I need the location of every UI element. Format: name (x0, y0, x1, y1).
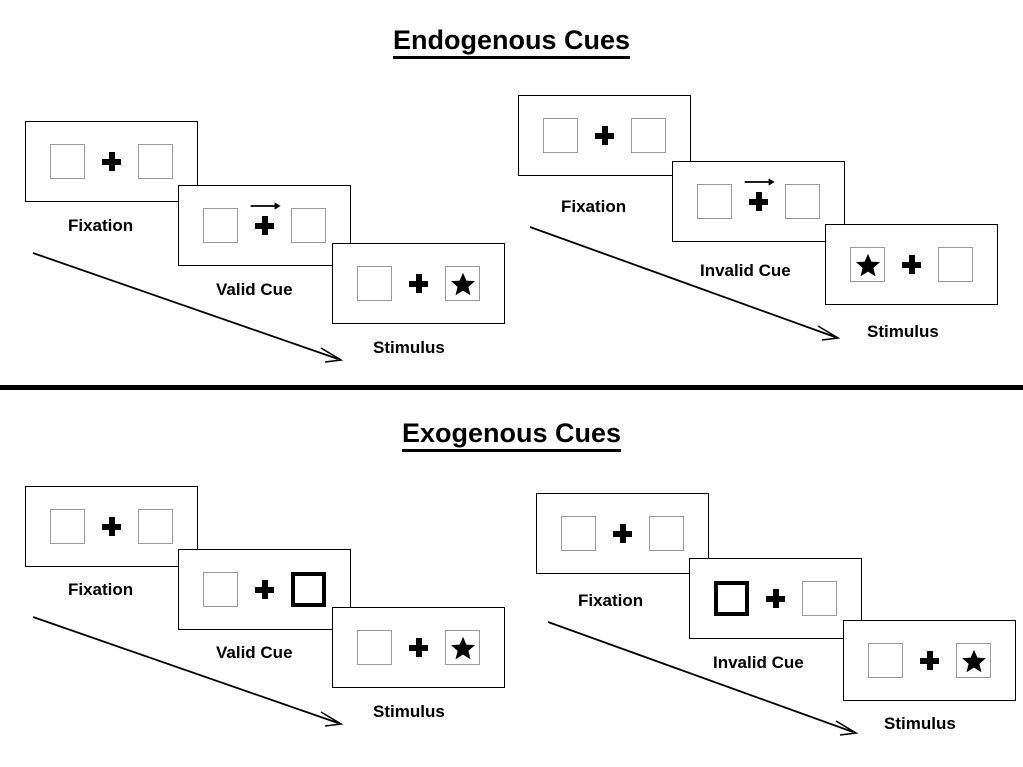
left-target-box[interactable] (868, 643, 903, 678)
stimulus-row (203, 572, 326, 607)
star-target-icon (961, 649, 986, 672)
page-title-exogenous: Exogenous Cues (0, 418, 1023, 452)
fixation-cross-icon (102, 517, 121, 536)
trial-frame-endogenous-invalid-stimulus[interactable] (825, 224, 998, 305)
left-target-box[interactable] (697, 184, 732, 219)
trial-frame-exogenous-valid-cue[interactable] (178, 549, 351, 630)
fixation-cross-icon (920, 651, 939, 670)
right-target-box[interactable] (956, 643, 991, 678)
stimulus-row (203, 202, 326, 243)
left-target-box[interactable] (850, 247, 885, 282)
section-divider (0, 385, 1023, 390)
cue-arrow-right-icon (250, 202, 281, 210)
right-target-box[interactable] (138, 144, 173, 179)
stimulus-row (50, 144, 173, 179)
left-target-box[interactable] (203, 208, 238, 243)
right-target-box-cued[interactable] (291, 572, 326, 607)
left-target-box[interactable] (50, 144, 85, 179)
stimulus-row (714, 581, 837, 616)
trial-frame-exogenous-invalid-cue[interactable] (689, 558, 862, 639)
frame-content (26, 122, 197, 201)
frame-content (26, 487, 197, 566)
star-target-icon (855, 253, 880, 276)
frame-content (690, 559, 861, 638)
fixation-cross-icon (766, 589, 785, 608)
stage-label-stimulus: Stimulus (373, 338, 445, 357)
right-target-box[interactable] (445, 266, 480, 301)
stage-label-fixation: Fixation (68, 580, 134, 599)
right-target-box[interactable] (802, 581, 837, 616)
left-target-box[interactable] (357, 266, 392, 301)
fixation-cross-icon (595, 126, 614, 145)
page-title-endogenous: Endogenous Cues (0, 25, 1023, 59)
stimulus-row (357, 630, 480, 665)
right-target-box[interactable] (938, 247, 973, 282)
frame-content (537, 494, 708, 573)
left-target-box[interactable] (357, 630, 392, 665)
right-target-box[interactable] (649, 516, 684, 551)
time-flow-arrow (32, 616, 344, 727)
trial-frame-exogenous-valid-fixation[interactable] (25, 486, 198, 567)
stage-label-valid-cue: Valid Cue (216, 280, 293, 299)
left-target-box[interactable] (543, 118, 578, 153)
time-flow-arrow (547, 621, 859, 736)
stage-label-stimulus: Stimulus (373, 702, 445, 721)
stage-label-fixation: Fixation (68, 216, 134, 235)
trial-frame-exogenous-invalid-fixation[interactable] (536, 493, 709, 574)
frame-content (179, 186, 350, 265)
trial-frame-endogenous-valid-stimulus[interactable] (332, 243, 505, 324)
frame-content (333, 244, 504, 323)
star-target-icon (450, 272, 475, 295)
stimulus-row (561, 516, 684, 551)
trial-frame-exogenous-valid-stimulus[interactable] (332, 607, 505, 688)
frame-content (673, 162, 844, 241)
stage-label-invalid-cue: Invalid Cue (713, 653, 804, 672)
stimulus-row (868, 643, 991, 678)
right-target-box[interactable] (445, 630, 480, 665)
time-flow-arrow (32, 252, 344, 363)
trial-frame-exogenous-invalid-stimulus[interactable] (843, 620, 1016, 701)
stage-label-invalid-cue: Invalid Cue (700, 261, 791, 280)
right-target-box[interactable] (138, 509, 173, 544)
trial-frame-endogenous-valid-fixation[interactable] (25, 121, 198, 202)
stimulus-row (850, 247, 973, 282)
fixation-cross-icon (744, 178, 775, 211)
left-target-box-cued[interactable] (714, 581, 749, 616)
frame-content (179, 550, 350, 629)
stage-label-fixation: Fixation (561, 197, 627, 216)
fixation-cross-icon (255, 580, 274, 599)
left-target-box[interactable] (561, 516, 596, 551)
fixation-cross-icon (250, 202, 281, 235)
frame-content (333, 608, 504, 687)
stimulus-row (543, 118, 666, 153)
frame-content (826, 225, 997, 304)
stimulus-row (697, 178, 820, 219)
frame-content (844, 621, 1015, 700)
trial-frame-endogenous-invalid-cue[interactable] (672, 161, 845, 242)
fixation-cross-icon (409, 638, 428, 657)
star-target-icon (450, 636, 475, 659)
left-target-box[interactable] (203, 572, 238, 607)
trial-frame-endogenous-valid-cue[interactable] (178, 185, 351, 266)
right-target-box[interactable] (291, 208, 326, 243)
fixation-cross-icon (902, 255, 921, 274)
time-flow-arrow (529, 226, 841, 341)
stimulus-row (50, 509, 173, 544)
fixation-cross-icon (102, 152, 121, 171)
stage-label-stimulus: Stimulus (867, 322, 939, 341)
stage-label-stimulus: Stimulus (884, 714, 956, 733)
stimulus-row (357, 266, 480, 301)
right-target-box[interactable] (631, 118, 666, 153)
left-target-box[interactable] (50, 509, 85, 544)
fixation-cross-icon (613, 524, 632, 543)
stage-label-fixation: Fixation (578, 591, 644, 610)
fixation-cross-icon (409, 274, 428, 293)
cue-arrow-right-icon (744, 178, 775, 186)
frame-content (519, 96, 690, 175)
right-target-box[interactable] (785, 184, 820, 219)
stage-label-valid-cue: Valid Cue (216, 643, 293, 662)
section-title-text: Endogenous Cues (392, 25, 630, 59)
trial-frame-endogenous-invalid-fixation[interactable] (518, 95, 691, 176)
section-title-text: Exogenous Cues (401, 418, 622, 452)
